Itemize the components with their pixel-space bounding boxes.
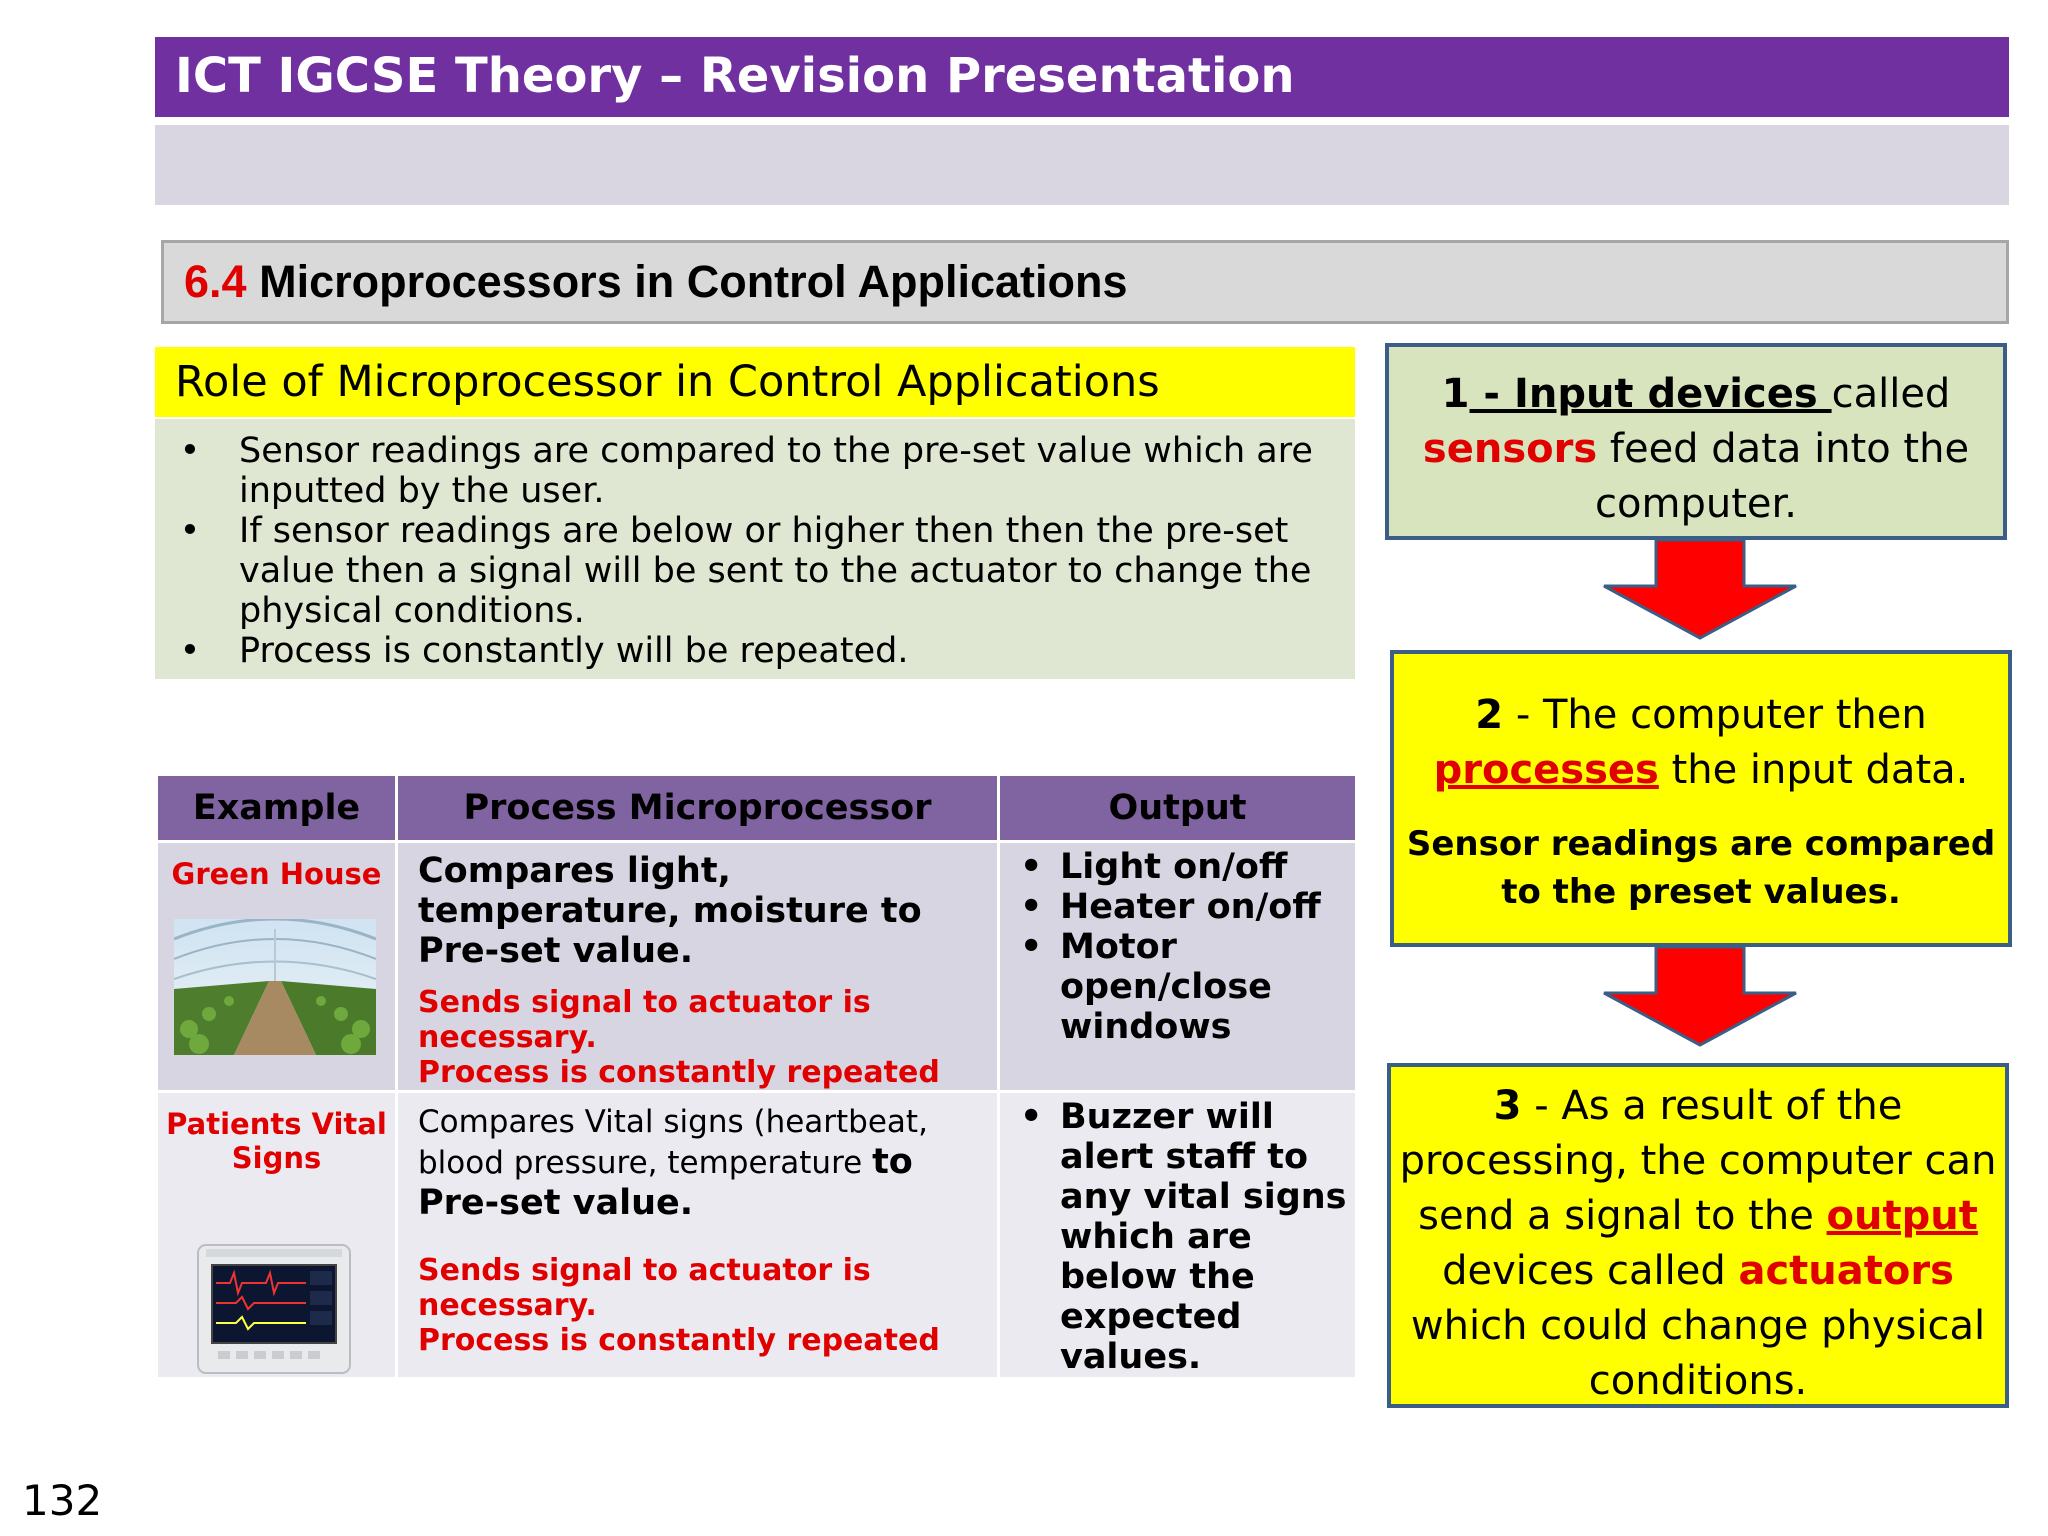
down-arrow-icon (1603, 947, 1797, 1047)
input-devices-link: - Input devices (1469, 371, 1832, 417)
example-name: Patients Vital Signs (166, 1107, 387, 1175)
output-item: Heater on/off (1016, 887, 1355, 927)
role-heading-box: Role of Microprocessor in Control Applic… (155, 347, 1355, 417)
role-bullet: •If sensor readings are below or higher … (175, 511, 1335, 631)
flow-step-input: 1 - Input devices called sensors feed da… (1385, 343, 2007, 540)
role-bullet-list: •Sensor readings are compared to the pre… (175, 431, 1335, 671)
patient-monitor-image (196, 1243, 352, 1375)
process-signal-note: Sends signal to actuator is necessary. P… (418, 985, 940, 1090)
process-description: Compares light, temperature, moisture to… (418, 851, 922, 971)
process-signal-note: Sends signal to actuator is necessary. P… (418, 1253, 940, 1358)
example-cell: Patients Vital Signs (155, 1090, 398, 1380)
output-cell: Light on/off Heater on/off Motor open/cl… (997, 840, 1358, 1093)
process-note: Sensor readings are compared to the pres… (1406, 824, 1996, 912)
column-header: Example (155, 773, 398, 843)
presentation-title: ICT IGCSE Theory – Revision Presentation (175, 48, 1295, 104)
section-title: Microprocessors in Control Applications (259, 256, 1128, 307)
column-header: Process Microprocessor (395, 773, 1000, 843)
table-row: Green House (155, 840, 1358, 1093)
examples-table: Example Process Microprocessor Output Gr… (155, 773, 1358, 1380)
section-heading: 6.4 Microprocessors in Control Applicati… (184, 243, 1128, 321)
page-number: 132 (22, 1476, 103, 1525)
output-item: Light on/off (1016, 847, 1355, 887)
down-arrow-icon (1603, 540, 1797, 640)
output-item: Buzzer will alert staff to any vital sig… (1016, 1097, 1355, 1377)
flow-step-output: 3 - As a result of the processing, the c… (1387, 1063, 2009, 1408)
output-item: Motor open/close windows (1016, 927, 1355, 1047)
output-list: Light on/off Heater on/off Motor open/cl… (1000, 843, 1355, 1047)
flow-step-process: 2 - The computer then processes the inpu… (1390, 650, 2012, 947)
section-header: 6.4 Microprocessors in Control Applicati… (161, 240, 2009, 324)
table-row: Patients Vital Signs (155, 1090, 1358, 1380)
example-cell: Green House (155, 840, 398, 1093)
output-list: Buzzer will alert staff to any vital sig… (1000, 1093, 1355, 1377)
title-bar: ICT IGCSE Theory – Revision Presentation (155, 37, 2009, 117)
column-header: Output (997, 773, 1358, 843)
subtitle-bar (155, 125, 2009, 205)
process-cell: Compares light, temperature, moisture to… (395, 840, 1000, 1093)
process-cell: Compares Vital signs (heartbeat, blood p… (395, 1090, 1000, 1380)
output-cell: Buzzer will alert staff to any vital sig… (997, 1090, 1358, 1380)
bullet-icon: • (179, 511, 201, 551)
bullet-icon: • (179, 631, 201, 671)
role-bullet: •Sensor readings are compared to the pre… (175, 431, 1335, 511)
role-heading: Role of Microprocessor in Control Applic… (175, 357, 1160, 407)
section-number: 6.4 (184, 256, 247, 307)
greenhouse-image (174, 919, 376, 1055)
role-panel: •Sensor readings are compared to the pre… (155, 419, 1355, 679)
role-bullet: •Process is constantly will be repeated. (175, 631, 1335, 671)
process-description: Compares Vital signs (heartbeat, blood p… (418, 1104, 928, 1223)
example-name: Green House (171, 857, 382, 891)
table-header-row: Example Process Microprocessor Output (155, 773, 1358, 843)
bullet-icon: • (179, 431, 201, 471)
